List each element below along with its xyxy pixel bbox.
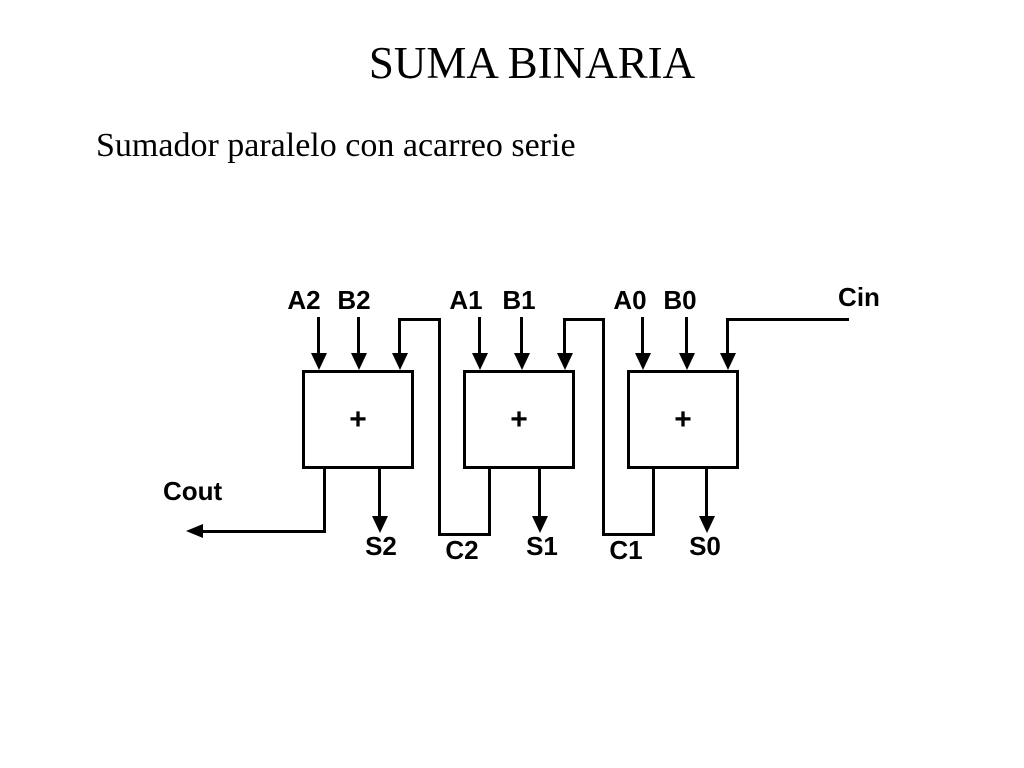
- arrowhead-s1: [532, 516, 548, 533]
- wire-s0-output: [705, 467, 708, 517]
- wire-cin-drop: [726, 318, 729, 355]
- slide-title: SUMA BINARIA: [368, 38, 696, 88]
- label-c2: C2: [445, 535, 479, 565]
- wire-c2-stub: [488, 467, 491, 536]
- wire-c1-riser: [602, 318, 605, 536]
- arrowhead-b2: [351, 353, 367, 370]
- wire-c1-stub: [652, 467, 655, 536]
- wire-carry2-drop: [398, 318, 401, 355]
- label-s1: S1: [526, 531, 558, 561]
- arrowhead-a1: [472, 353, 488, 370]
- wire-b1-input: [520, 317, 523, 355]
- label-a1: A1: [449, 285, 483, 315]
- adder-box-bit0: +: [627, 370, 739, 469]
- wire-c2-riser: [438, 318, 441, 536]
- wire-c1-top: [563, 318, 605, 321]
- wire-cout-stub: [323, 467, 326, 533]
- arrowhead-cout: [186, 524, 203, 538]
- wire-c2-top: [398, 318, 441, 321]
- label-b2: B2: [337, 285, 371, 315]
- arrowhead-b1: [514, 353, 530, 370]
- arrowhead-s0: [699, 516, 715, 533]
- arrowhead-a0: [635, 353, 651, 370]
- wire-c2-bottom: [438, 533, 491, 536]
- adder-box-bit1: +: [463, 370, 575, 469]
- label-cin: Cin: [838, 282, 880, 312]
- label-b1: B1: [502, 285, 536, 315]
- wire-c1-bottom: [602, 533, 655, 536]
- plus-sign-bit1: +: [510, 402, 528, 436]
- label-a2: A2: [287, 285, 321, 315]
- wire-cin-horizontal: [727, 318, 849, 321]
- label-b0: B0: [663, 285, 697, 315]
- plus-sign-bit2: +: [349, 402, 367, 436]
- label-cout: Cout: [163, 476, 223, 506]
- arrowhead-carry1: [557, 353, 573, 370]
- arrowhead-b0: [679, 353, 695, 370]
- label-s0: S0: [689, 531, 721, 561]
- wire-cout-horizontal: [200, 530, 326, 533]
- wire-a2-input: [317, 317, 320, 355]
- label-c1: C1: [609, 535, 643, 565]
- wire-b0-input: [685, 317, 688, 355]
- wire-s2-output: [378, 467, 381, 517]
- wire-a0-input: [641, 317, 644, 355]
- wire-a1-input: [478, 317, 481, 355]
- adder-box-bit2: +: [302, 370, 414, 469]
- arrowhead-a2: [311, 353, 327, 370]
- label-a0: A0: [613, 285, 647, 315]
- arrowhead-s2: [372, 516, 388, 533]
- wire-b2-input: [357, 317, 360, 355]
- wire-s1-output: [538, 467, 541, 517]
- wire-carry1-drop: [563, 318, 566, 355]
- arrowhead-cin: [720, 353, 736, 370]
- label-s2: S2: [365, 531, 397, 561]
- slide-subtitle: Sumador paralelo con acarreo serie: [96, 127, 576, 164]
- plus-sign-bit0: +: [674, 402, 692, 436]
- arrowhead-carry2: [392, 353, 408, 370]
